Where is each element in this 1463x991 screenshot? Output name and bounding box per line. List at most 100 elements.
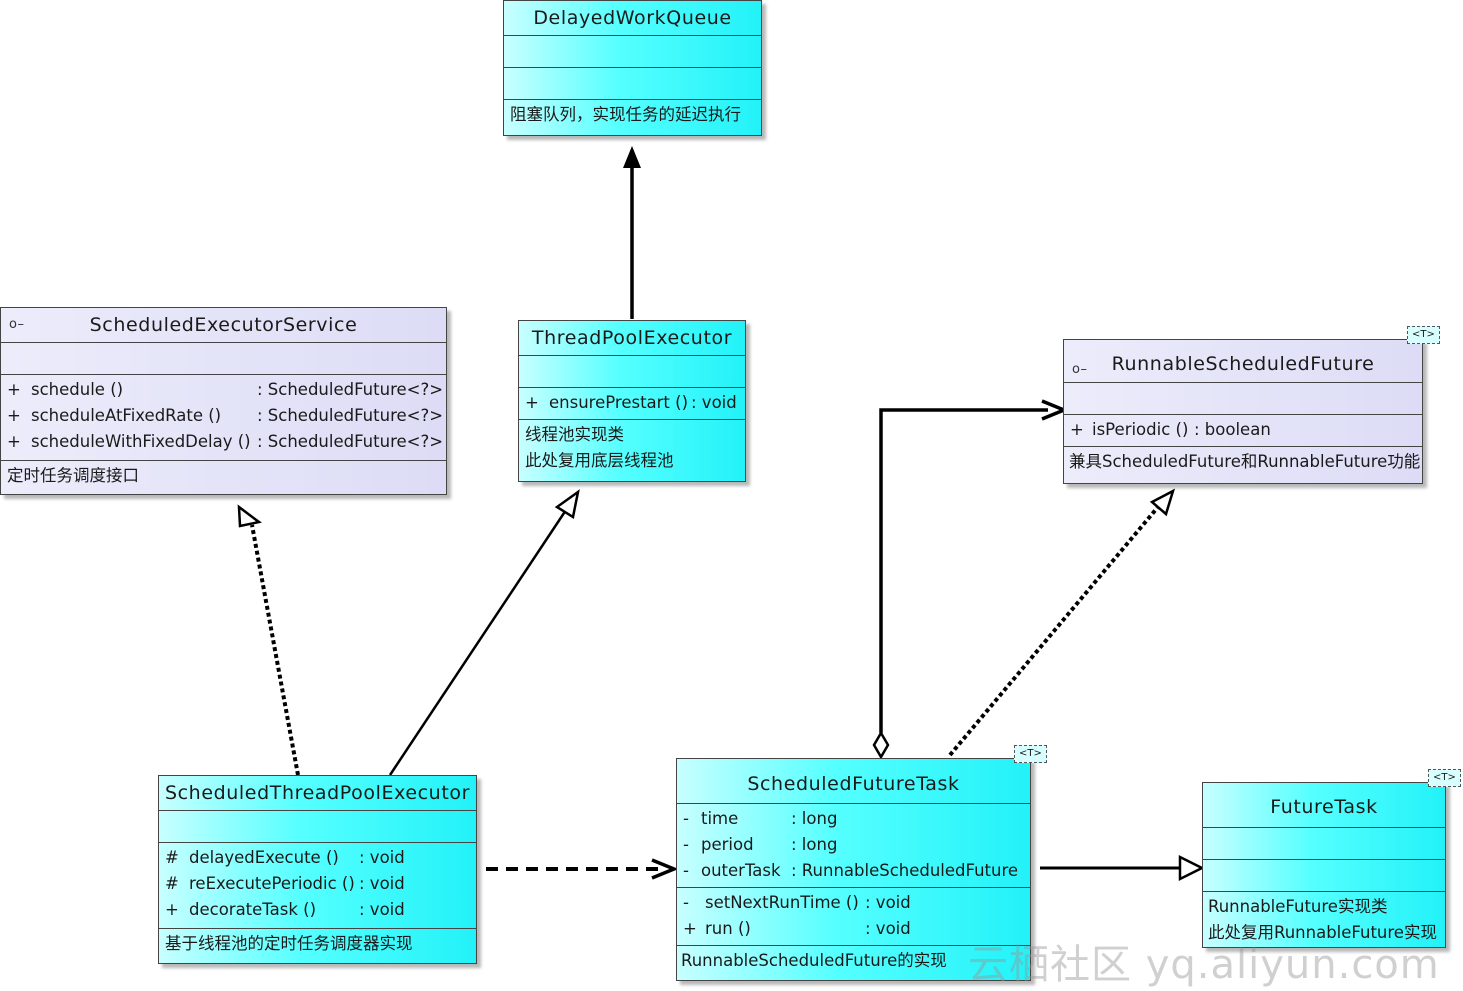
class-name-header: o– ScheduledExecutorService <box>1 308 446 343</box>
dependency-stpe-to-scheduledfuturetask <box>486 858 679 880</box>
operation-row: + scheduleAtFixedRate () : ScheduledFutu… <box>1 403 446 429</box>
operations-section: + schedule () : ScheduledFuture<?> + sch… <box>1 375 446 461</box>
watermark-text: 云栖社区 yq.aliyun.com <box>968 942 1440 988</box>
operation-row: # delayedExecute () : void <box>159 845 476 871</box>
class-note-line: 此处复用底层线程池 <box>525 451 674 470</box>
attributes-section: - time : long - period : long - outerTas… <box>677 804 1030 888</box>
attribute-name: time <box>701 809 739 828</box>
operation-name: schedule () <box>31 380 124 399</box>
operation-row: + run () : void <box>677 916 1030 942</box>
aggregation-sft-to-runnablescheduledfuture <box>872 399 1069 760</box>
operation-name: decorateTask () <box>189 900 317 919</box>
operations-section: + ensurePrestart () : void <box>519 388 745 420</box>
note-section: RunnableScheduledFuture的实现 <box>677 946 1030 974</box>
operation-name: reExecutePeriodic () <box>189 874 355 893</box>
attributes-section <box>1064 383 1422 415</box>
attribute-row: - time : long <box>677 806 1030 832</box>
operation-type: : void <box>691 393 737 412</box>
attribute-row: - outerTask : RunnableScheduledFuture <box>677 858 1030 884</box>
operations-section: # delayedExecute () : void # reExecutePe… <box>159 843 476 929</box>
attributes-section <box>159 811 476 843</box>
operation-name: scheduleAtFixedRate () <box>31 406 222 425</box>
visibility: - <box>683 809 689 828</box>
class-note-line: 线程池实现类 <box>525 425 624 444</box>
class-name: ThreadPoolExecutor <box>519 321 745 356</box>
class-name: ScheduledExecutorService <box>89 314 358 336</box>
operation-type: : void <box>359 874 405 893</box>
operation-row: + isPeriodic () : boolean <box>1064 417 1422 443</box>
type-parameter-badge: <T> <box>1428 769 1461 787</box>
attribute-row: - period : long <box>677 832 1030 858</box>
attributes-section <box>1 343 446 375</box>
visibility: # <box>165 848 179 867</box>
visibility: - <box>683 835 689 854</box>
generalization-stpe-to-threadpoolexecutor <box>388 489 580 776</box>
operation-name: setNextRunTime () <box>705 893 859 912</box>
operation-name: ensurePrestart () <box>549 393 689 412</box>
visibility: + <box>683 919 697 938</box>
realization-stpe-to-scheduledexecutorservice <box>237 504 300 776</box>
note-section: 定时任务调度接口 <box>1 461 446 489</box>
operation-type: : ScheduledFuture<?> <box>257 406 444 425</box>
operation-row: + decorateTask () : void <box>159 897 476 923</box>
operation-type: : ScheduledFuture<?> <box>257 380 444 399</box>
visibility: + <box>7 432 21 451</box>
class-delayedworkqueue[interactable]: DelayedWorkQueue 阻塞队列，实现任务的延迟执行 <box>503 0 762 136</box>
note-section: 阻塞队列，实现任务的延迟执行 <box>504 100 761 128</box>
visibility: + <box>525 393 539 412</box>
interface-scheduledexecutorservice[interactable]: o– ScheduledExecutorService + schedule (… <box>0 307 447 495</box>
visibility: + <box>7 380 21 399</box>
attributes-section <box>519 356 745 388</box>
attribute-name: period <box>701 835 754 854</box>
operation-row: # reExecutePeriodic () : void <box>159 871 476 897</box>
attributes-section <box>1203 828 1445 860</box>
operation-type: : void <box>359 848 405 867</box>
class-threadpoolexecutor[interactable]: ThreadPoolExecutor + ensurePrestart () :… <box>518 320 746 482</box>
note-section: 线程池实现类 此处复用底层线程池 <box>519 420 745 474</box>
class-name-header: o– RunnableScheduledFuture <box>1064 340 1422 383</box>
visibility: + <box>7 406 21 425</box>
attributes-section <box>504 36 761 68</box>
class-note: 兼具ScheduledFuture和RunnableFuture功能 <box>1069 452 1421 471</box>
interface-runnablescheduledfuture[interactable]: o– RunnableScheduledFuture + isPeriodic … <box>1063 339 1423 484</box>
operations-section: + isPeriodic () : boolean <box>1064 415 1422 447</box>
operation-name: scheduleWithFixedDelay () <box>31 432 251 451</box>
class-futuretask[interactable]: FutureTask RunnableFuture实现类 此处复用Runnabl… <box>1202 782 1446 948</box>
interface-icon: o– <box>1072 362 1088 377</box>
class-scheduledfuturetask[interactable]: ScheduledFutureTask - time : long - peri… <box>676 758 1031 981</box>
operation-type: : void <box>865 919 911 938</box>
operation-type: : ScheduledFuture<?> <box>257 432 444 451</box>
attribute-type: : long <box>791 809 838 828</box>
operations-section: - setNextRunTime () : void + run () : vo… <box>677 888 1030 946</box>
class-note-line: 此处复用RunnableFuture实现 <box>1208 923 1437 942</box>
operation-name: delayedExecute () <box>189 848 339 867</box>
class-note: 基于线程池的定时任务调度器实现 <box>165 934 413 953</box>
class-note-line: RunnableFuture实现类 <box>1208 897 1388 916</box>
visibility: - <box>683 893 689 912</box>
operation-row: + ensurePrestart () : void <box>519 390 745 416</box>
class-note: RunnableScheduledFuture的实现 <box>681 951 947 970</box>
attribute-name: outerTask <box>701 861 781 880</box>
visibility: + <box>165 900 179 919</box>
note-section: RunnableFuture实现类 此处复用RunnableFuture实现 <box>1203 892 1445 946</box>
operation-name: isPeriodic () <box>1092 420 1189 439</box>
type-parameter-badge: <T> <box>1407 326 1440 344</box>
class-name: ScheduledThreadPoolExecutor <box>159 776 476 811</box>
class-scheduledthreadpoolexecutor[interactable]: ScheduledThreadPoolExecutor # delayedExe… <box>158 775 477 964</box>
type-parameter-badge: <T> <box>1014 745 1047 763</box>
realization-sft-to-runnablescheduledfuture <box>948 488 1176 757</box>
visibility: # <box>165 874 179 893</box>
operation-type: : void <box>865 893 911 912</box>
generalization-sft-to-futuretask <box>1040 854 1205 882</box>
attribute-type: : long <box>791 835 838 854</box>
visibility: - <box>683 861 689 880</box>
class-name: ScheduledFutureTask <box>677 759 1030 804</box>
attribute-type: : RunnableScheduledFuture <box>791 861 1019 880</box>
class-note: 阻塞队列，实现任务的延迟执行 <box>510 105 741 124</box>
operation-row: + schedule () : ScheduledFuture<?> <box>1 377 446 403</box>
operations-section <box>504 68 761 100</box>
operation-type: : boolean <box>1194 420 1271 439</box>
class-name: DelayedWorkQueue <box>504 1 761 36</box>
operation-row: + scheduleWithFixedDelay () : ScheduledF… <box>1 429 446 455</box>
